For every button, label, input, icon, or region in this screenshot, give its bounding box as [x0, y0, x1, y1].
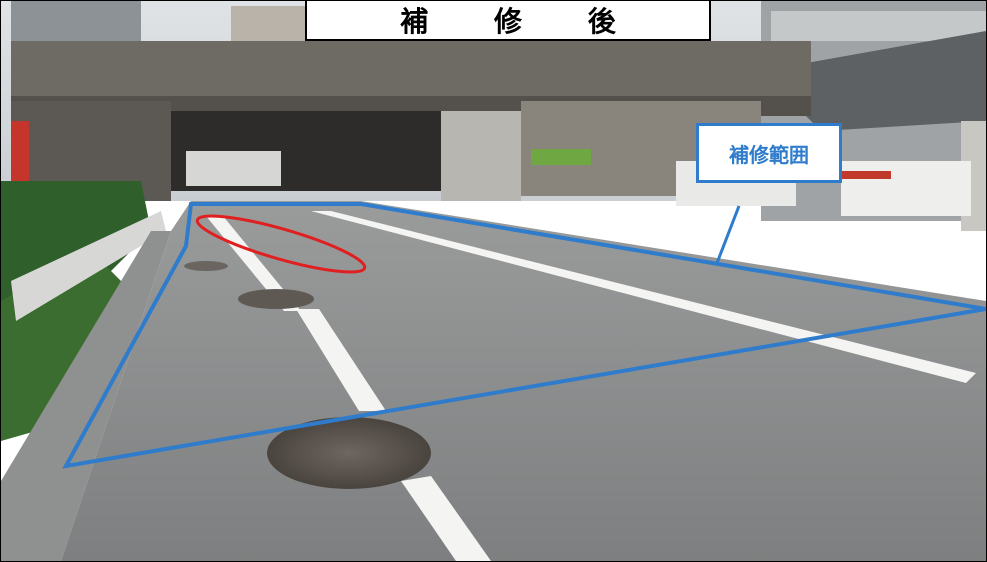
title-box: 補 修 後 [305, 1, 711, 41]
repair-range-text: 補修範囲 [729, 142, 809, 167]
guard-rail [11, 211, 166, 321]
highlight-ellipse [195, 214, 367, 274]
road-surface [61, 201, 986, 561]
repair-range-outline [62, 202, 986, 469]
callout-leader-line [715, 205, 741, 264]
drain-cover [184, 261, 228, 271]
road-edge [1, 231, 171, 561]
overpass [11, 41, 986, 231]
manhole-cover [267, 417, 431, 489]
page-title: 補 修 後 [400, 5, 644, 38]
repair-range-label: 補修範囲 [696, 123, 842, 183]
manhole-cover-small [238, 289, 314, 309]
